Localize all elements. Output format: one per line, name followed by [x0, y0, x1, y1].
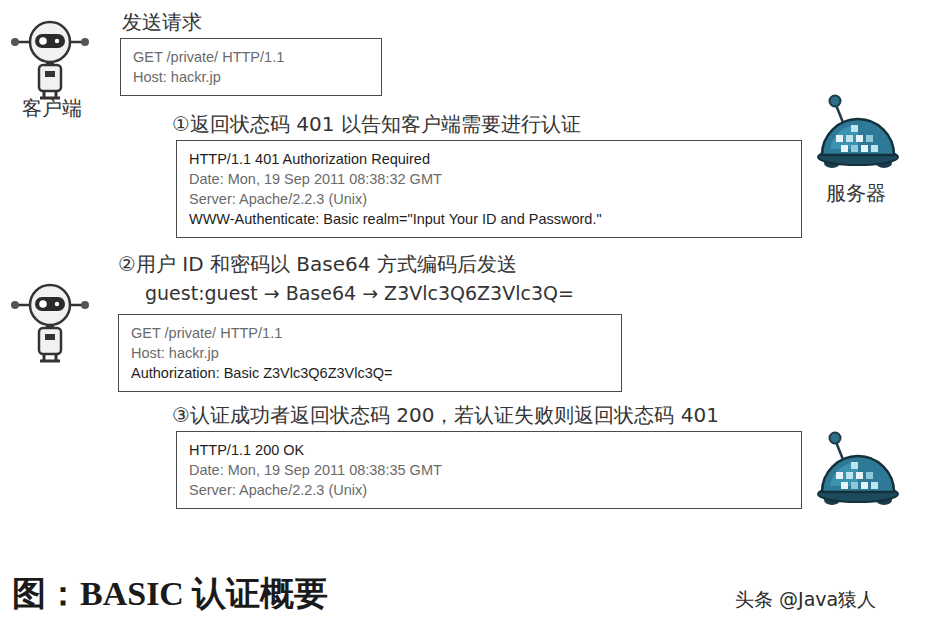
- http-header-line: GET /private/ HTTP/1.1: [131, 323, 609, 343]
- actor-label: 服务器: [826, 180, 886, 207]
- http-message-box: GET /private/ HTTP/1.1Host: hackr.jpAuth…: [118, 314, 622, 392]
- figure-caption: 图：BASIC 认证概要: [12, 572, 328, 616]
- server-robot: [818, 433, 898, 506]
- http-header-line: Server: Apache/2.2.3 (Unix): [189, 480, 789, 500]
- step-heading: 发送请求: [122, 8, 202, 36]
- http-header-line: Host: hackr.jp: [133, 67, 369, 87]
- step-heading: ①返回状态码 401 以告知客户端需要进行认证: [172, 110, 581, 138]
- http-header-line: Host: hackr.jp: [131, 343, 609, 363]
- actor-label: 客户端: [22, 95, 82, 122]
- http-header-line: Date: Mon, 19 Sep 2011 08:38:35 GMT: [189, 460, 789, 480]
- step-heading: ②用户 ID 和密码以 Base64 方式编码后发送: [118, 250, 517, 278]
- server-robot: [818, 96, 898, 169]
- step-heading: guest:guest → Base64 → Z3Vlc3Q6Z3Vlc3Q=: [145, 278, 574, 308]
- http-header-line: HTTP/1.1 401 Authorization Required: [189, 149, 789, 169]
- message-block: ③认证成功者返回状态码 200，若认证失败则返回状态码 401HTTP/1.1 …: [172, 401, 802, 509]
- http-message-box: GET /private/ HTTP/1.1Host: hackr.jp: [120, 38, 382, 96]
- http-header-line: HTTP/1.1 200 OK: [189, 440, 789, 460]
- http-message-box: HTTP/1.1 401 Authorization RequiredDate:…: [176, 140, 802, 238]
- message-block: ①返回状态码 401 以告知客户端需要进行认证HTTP/1.1 401 Auth…: [172, 110, 802, 238]
- http-header-line: Authorization: Basic Z3Vlc3Q6Z3Vlc3Q=: [131, 363, 609, 383]
- client-robot: [11, 285, 89, 361]
- step-heading: ③认证成功者返回状态码 200，若认证失败则返回状态码 401: [172, 401, 719, 429]
- http-header-line: WWW-Authenticate: Basic realm="Input You…: [189, 209, 789, 229]
- message-block: 发送请求GET /private/ HTTP/1.1Host: hackr.jp: [118, 8, 382, 96]
- http-header-line: Date: Mon, 19 Sep 2011 08:38:32 GMT: [189, 169, 789, 189]
- client-robot: [11, 22, 89, 98]
- watermark: 头条 @Java猿人: [735, 587, 876, 613]
- http-header-line: Server: Apache/2.2.3 (Unix): [189, 189, 789, 209]
- message-block: ②用户 ID 和密码以 Base64 方式编码后发送guest:guest → …: [116, 250, 622, 392]
- http-message-box: HTTP/1.1 200 OKDate: Mon, 19 Sep 2011 08…: [176, 431, 802, 509]
- http-header-line: GET /private/ HTTP/1.1: [133, 47, 369, 67]
